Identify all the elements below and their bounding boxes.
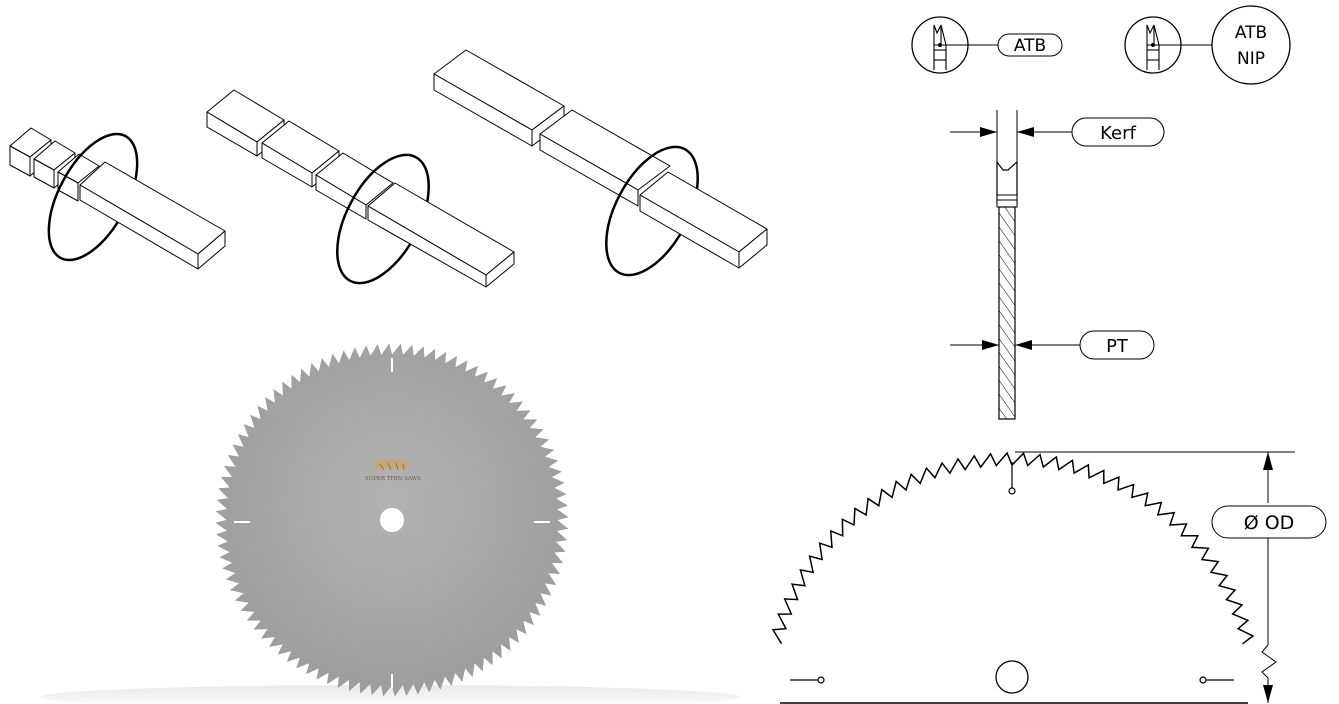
saw-blade-render: SUPER THIN SAWS (215, 343, 569, 697)
kerf-label-pill (1071, 117, 1165, 147)
half-blade-teeth (771, 451, 1255, 645)
atb-nip-label-circle (1211, 5, 1291, 85)
atb-nip-callout: ATB NIP (1124, 5, 1291, 85)
brand-logo-text: SUPER THIN SAWS (365, 476, 421, 482)
stock-board (639, 171, 768, 269)
atb-callout: ATB (911, 16, 1063, 74)
pt-dimension: PT (950, 330, 1155, 360)
half-blade-arbor-hole (995, 660, 1029, 694)
arbor-hole (380, 508, 404, 532)
od-dimension: Ø OD (1015, 451, 1327, 703)
blade-cross-section: Kerf PT (950, 110, 1165, 420)
atb-label-pill (997, 33, 1063, 57)
atb-label: ATB (1014, 36, 1046, 56)
cut-sequence-medium (206, 89, 515, 288)
atb-tooth-icon (933, 24, 947, 70)
kerf-label: Kerf (1100, 123, 1136, 144)
brand-logo: SUPER THIN SAWS (365, 459, 421, 482)
cut-sequence-short (9, 127, 226, 270)
blade-plate (998, 206, 1016, 420)
pt-label-pill (1079, 330, 1155, 360)
od-label-pill (1211, 505, 1327, 539)
half-blade-outline: Ø OD (771, 451, 1327, 704)
blade-shadow (40, 685, 740, 704)
cut-piece (315, 152, 394, 220)
cut-sequence-long (433, 49, 768, 277)
od-label: Ø OD (1244, 512, 1295, 534)
kerf-dimension: Kerf (950, 117, 1165, 147)
stock-board (79, 161, 226, 270)
atb-nip-label-line1: ATB (1235, 23, 1267, 43)
stock-board (367, 182, 515, 288)
pt-label: PT (1106, 336, 1129, 357)
atb-nip-tooth-icon (1146, 24, 1160, 70)
atb-nip-label-line2: NIP (1237, 49, 1265, 69)
